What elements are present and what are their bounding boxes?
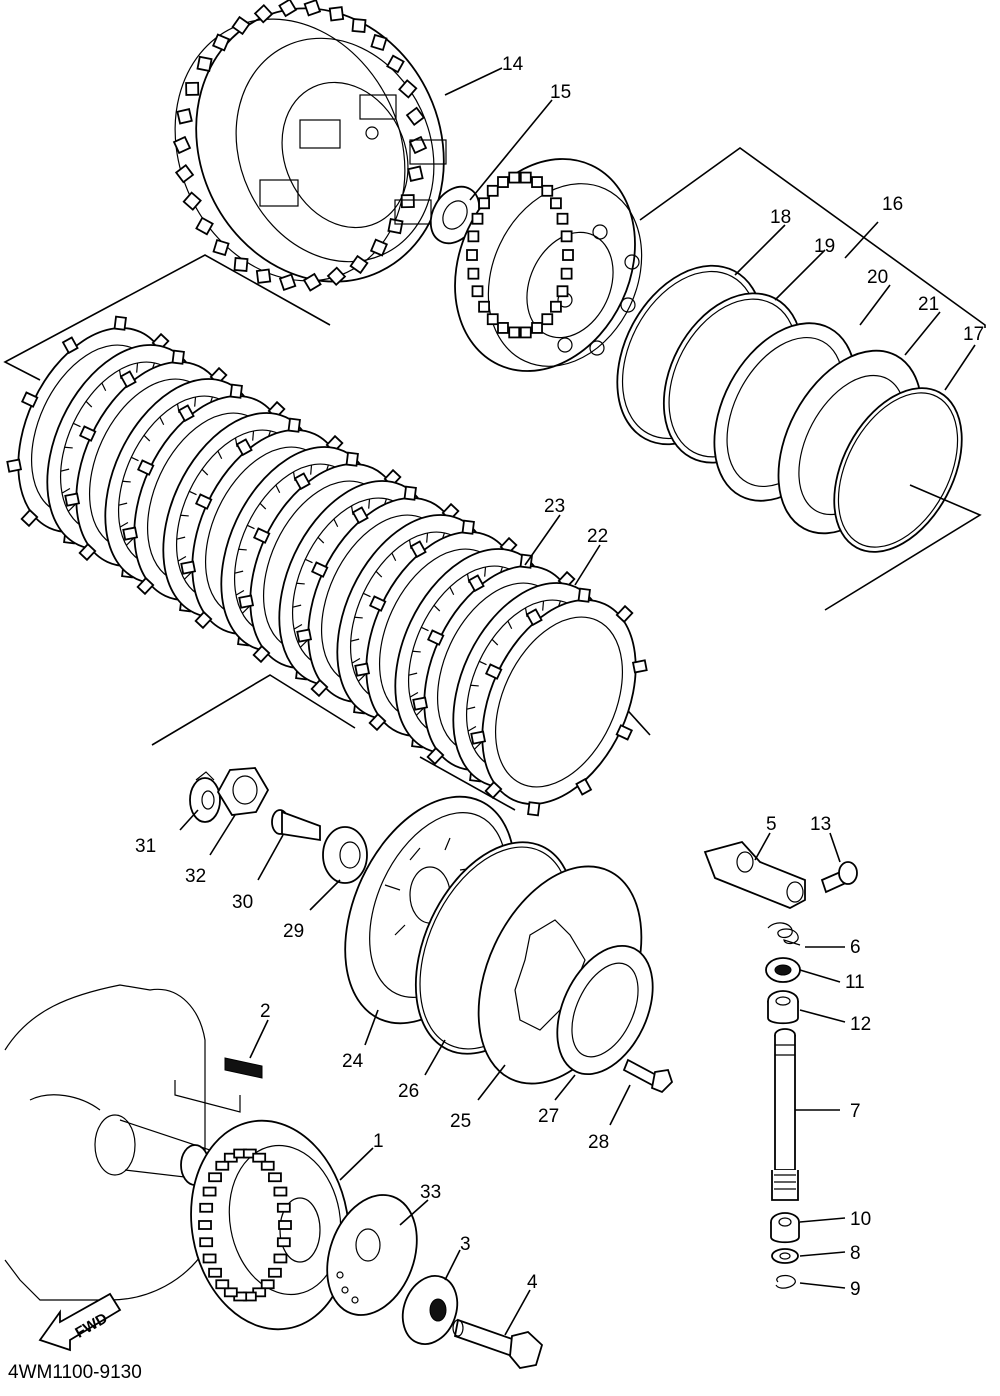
lever-spring-part [767,922,801,946]
callout-13: 13 [810,814,831,835]
callout-30: 30 [232,892,253,913]
fwd-arrow-icon: FWD [38,1292,122,1352]
crankcase-part [4,984,211,1301]
nut-part [216,767,270,816]
callout-18: 18 [770,207,791,228]
callout-2: 2 [260,1001,271,1022]
center-bolt-part [452,1318,544,1369]
callout-6: 6 [850,937,861,958]
callout-19: 19 [814,236,835,257]
callout-29: 29 [283,921,304,942]
callout-20: 20 [867,267,888,288]
callout-9: 9 [850,1279,861,1300]
small-washer-part [771,1248,799,1264]
friction-plate [470,587,648,817]
bracket-group-17 [824,484,982,611]
callout-3: 3 [460,1234,471,1255]
callout-1: 1 [373,1131,384,1152]
callout-8: 8 [850,1243,861,1264]
callout-24: 24 [342,1051,364,1072]
leader-lines [179,67,976,1336]
bearing-part [322,826,368,884]
oil-seal-part [765,957,801,983]
callout-21: 21 [918,294,939,315]
diagram-code: 4WM1100-9130 [8,1362,142,1383]
callout-25: 25 [450,1111,471,1132]
callout-28: 28 [588,1132,609,1153]
wire-circlip-part [833,387,963,553]
lever-bolt-part [820,861,858,894]
clutch-housing-part [172,0,447,292]
callout-7: 7 [850,1101,861,1122]
clutch-boss-part [454,158,643,372]
key-part [174,1057,263,1113]
push-lever-shaft-part [771,1028,799,1201]
callout-11: 11 [845,972,865,993]
callout-labels: 14 15 16 18 19 20 21 17 23 22 31 32 30 2… [135,54,984,1300]
circlip-part [775,1274,796,1289]
push-lever-part [703,840,806,909]
needle-bearing-lower-part [770,1212,800,1244]
primary-gear-part [190,1119,350,1331]
retainer-bolt-part [622,1058,674,1094]
needle-bearing-upper-part [767,990,799,1025]
callout-10: 10 [850,1209,871,1230]
callout-4: 4 [527,1272,538,1293]
callout-16: 16 [882,194,903,215]
callout-15: 15 [550,82,571,103]
callout-12: 12 [850,1014,871,1035]
bracket-group-16 [639,147,986,328]
washer-part [401,1275,459,1345]
callout-23: 23 [544,496,565,517]
callout-31: 31 [135,836,156,857]
bracket-plates [3,254,331,381]
callout-26: 26 [398,1081,419,1102]
push-rod-end-part [271,809,321,842]
retainer-plate-part [556,944,654,1076]
toothed-lock-washer-part [326,1194,418,1316]
callout-27: 27 [538,1106,559,1127]
callout-5: 5 [766,814,777,835]
callout-17: 17 [963,324,984,345]
plate-stack [6,315,648,817]
callout-14: 14 [502,54,524,75]
callout-32: 32 [185,866,206,887]
callout-33: 33 [420,1182,441,1203]
bracket-push-rod [151,674,356,746]
callout-22: 22 [587,526,608,547]
